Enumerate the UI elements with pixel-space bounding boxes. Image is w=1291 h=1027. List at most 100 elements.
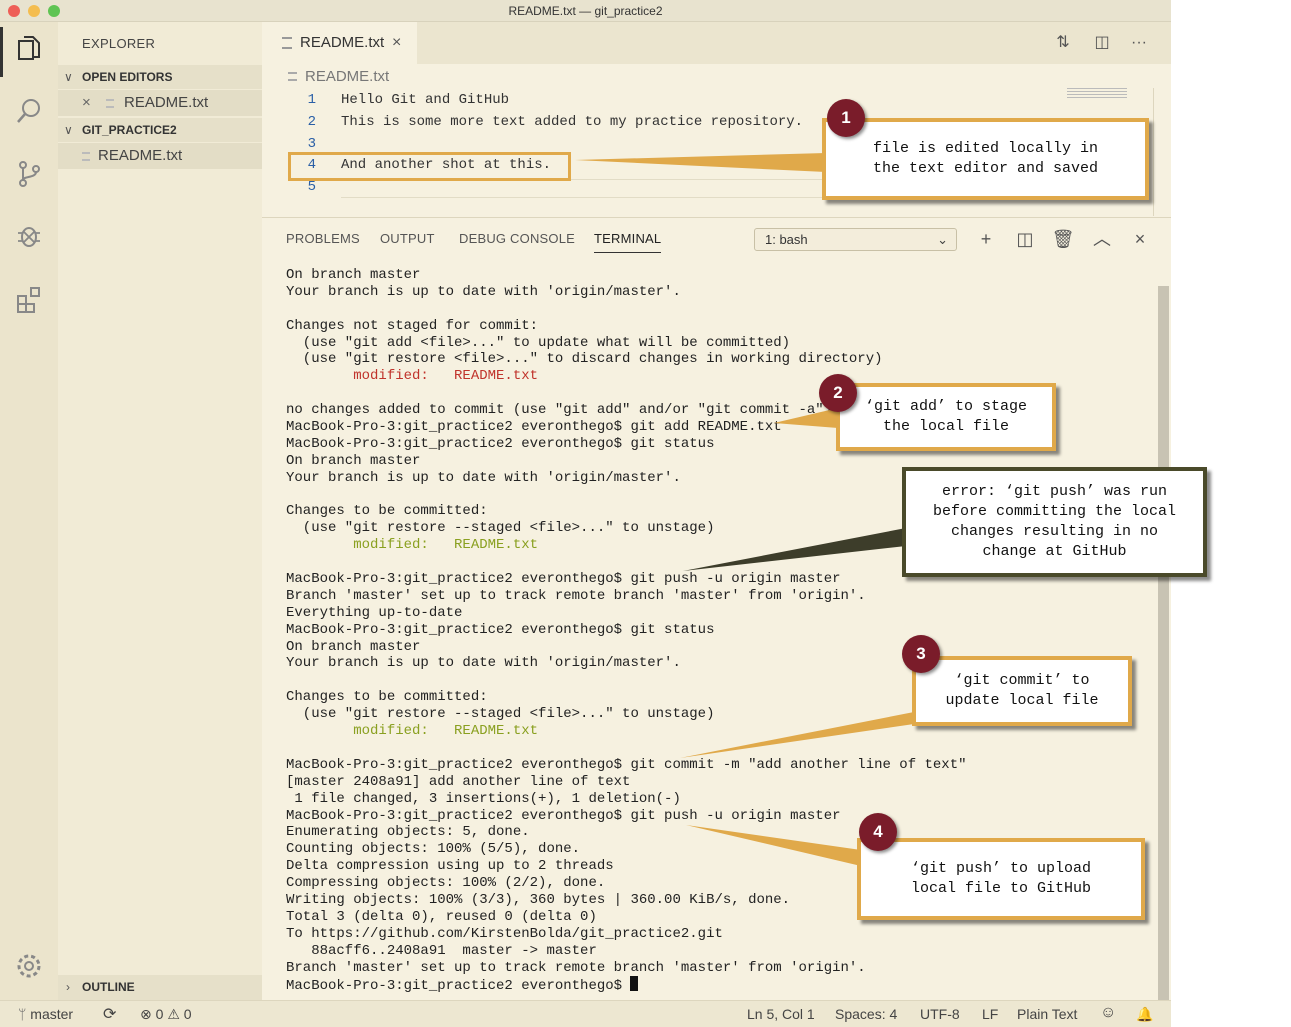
plus-icon[interactable]: + [980, 229, 992, 249]
language-mode[interactable]: Plain Text [1017, 1006, 1078, 1022]
branch-indicator[interactable]: ᛘ master [18, 1006, 74, 1022]
terminal-line: (use "git restore <file>..." to discard … [286, 351, 883, 368]
close-icon[interactable]: × [82, 94, 91, 111]
minimize-window-button[interactable] [28, 5, 40, 17]
terminal-line: [master 2408a91] add another line of tex… [286, 773, 631, 790]
tab-problems[interactable]: PROBLEMS [286, 231, 360, 246]
terminal-cursor [630, 976, 639, 992]
terminal-line: (use "git restore --staged <file>..." to… [286, 520, 715, 537]
annotation-1: file is edited locally in the text edito… [822, 118, 1149, 200]
debug-icon[interactable] [10, 217, 48, 255]
window-title: README.txt — git_practice2 [508, 4, 663, 18]
outline-section[interactable]: › OUTLINE [58, 975, 262, 1000]
annotation-1-badge: 1 [827, 99, 865, 137]
bell-icon[interactable]: 🔔 [1136, 1006, 1154, 1022]
tab-bar: README.txt × ⇅ ◫ ··· [262, 22, 1171, 64]
cursor-position[interactable]: Ln 5, Col 1 [747, 1006, 815, 1022]
error-icon: ⊗ [140, 1006, 152, 1022]
trash-icon[interactable]: 🗑 [1051, 229, 1075, 249]
tab-debug-console[interactable]: DEBUG CONSOLE [459, 231, 576, 246]
extensions-icon[interactable] [10, 280, 48, 318]
explorer-title: EXPLORER [82, 36, 156, 51]
terminal-line: MacBook-Pro-3:git_practice2 everonthego$… [286, 807, 841, 824]
terminal-line: Your branch is up to date with 'origin/m… [286, 469, 681, 486]
smiley-icon[interactable]: ☺ [1100, 1004, 1117, 1021]
settings-gear-icon[interactable] [10, 947, 48, 985]
terminal-line: Compressing objects: 100% (2/2), done. [286, 875, 606, 892]
line-number: 4 [307, 157, 316, 173]
folder-section[interactable]: ∨ GIT_PRACTICE2 [58, 118, 262, 142]
close-window-button[interactable] [8, 5, 20, 17]
maximize-window-button[interactable] [48, 5, 60, 17]
split-editor-icon[interactable]: ◫ [1094, 34, 1110, 51]
tab-terminal[interactable]: TERMINAL [594, 231, 662, 253]
terminal-line: Changes to be committed: [286, 689, 488, 706]
terminal-line [286, 740, 1146, 757]
annotation-4: ‘git push’ to upload local file to GitHu… [857, 838, 1145, 920]
terminal-scrollbar[interactable] [1158, 286, 1169, 1001]
folder-file-item[interactable]: README.txt [58, 143, 262, 169]
chevron-down-icon: ∨ [64, 70, 73, 84]
close-icon[interactable]: × [392, 34, 402, 51]
chevron-up-icon[interactable]: ︿ [1093, 229, 1111, 249]
terminal-line: MacBook-Pro-3:git_practice2 everonthego$… [286, 419, 782, 436]
source-control-icon[interactable] [10, 155, 48, 193]
terminal-line: Total 3 (delta 0), reused 0 (delta 0) [286, 908, 597, 925]
file-icon [106, 99, 114, 108]
terminal-line: modified: README.txt [286, 723, 539, 740]
tab-readme[interactable]: README.txt × [262, 22, 417, 64]
tab-output[interactable]: OUTPUT [380, 231, 435, 246]
terminal-line: Changes to be committed: [286, 503, 488, 520]
explorer-sidebar: EXPLORER ∨ OPEN EDITORS × README.txt ∨ G… [58, 22, 262, 1000]
encoding[interactable]: UTF-8 [920, 1006, 960, 1022]
annotation-4-badge: 4 [859, 813, 897, 851]
close-icon[interactable]: × [1134, 229, 1146, 249]
open-editors-section[interactable]: ∨ OPEN EDITORS [58, 65, 262, 89]
terminal-line: Enumerating objects: 5, done. [286, 824, 530, 841]
open-changes-icon[interactable]: ⇅ [1056, 34, 1070, 51]
terminal-line: MacBook-Pro-3:git_practice2 everonthego$… [286, 571, 841, 588]
file-icon [288, 72, 297, 81]
indentation[interactable]: Spaces: 4 [835, 1006, 898, 1022]
search-icon[interactable] [10, 92, 48, 130]
terminal-line: 1 file changed, 3 insertions(+), 1 delet… [286, 790, 681, 807]
end-of-line[interactable]: LF [982, 1006, 999, 1022]
terminal-line: Delta compression using up to 2 threads [286, 858, 614, 875]
terminal-line: MacBook-Pro-3:git_practice2 everonthego$… [286, 435, 715, 452]
breadcrumb[interactable]: README.txt [288, 68, 389, 85]
open-editor-item[interactable]: × README.txt [58, 90, 262, 116]
code-line[interactable]: And another shot at this. [341, 157, 552, 173]
split-terminal-icon[interactable]: ◫ [1016, 229, 1034, 249]
terminal-line: To https://github.com/KirstenBolda/git_p… [286, 925, 723, 942]
annotation-2: ‘git add’ to stage the local file [836, 383, 1056, 451]
file-icon [282, 37, 292, 49]
terminal-line: MacBook-Pro-3:git_practice2 everonthego$ [286, 978, 631, 995]
chevron-down-icon: ⌄ [937, 232, 948, 247]
annotation-3: ‘git commit’ to update local file [912, 656, 1132, 726]
line-number: 2 [307, 114, 316, 130]
terminal-line: MacBook-Pro-3:git_practice2 everonthego$… [286, 756, 967, 773]
line-number: 1 [307, 92, 316, 108]
annotation-error: error: ‘git push’ was run before committ… [902, 467, 1207, 577]
problems-indicator[interactable]: ⊗ 0 ⚠ 0 [140, 1006, 192, 1022]
terminal-line: MacBook-Pro-3:git_practice2 everonthego$… [286, 621, 715, 638]
terminal-line: On branch master [286, 452, 421, 469]
explorer-icon[interactable] [10, 30, 48, 68]
warning-icon: ⚠ [167, 1006, 180, 1022]
file-icon [82, 152, 90, 161]
branch-icon: ᛘ [18, 1006, 27, 1022]
code-line[interactable]: Hello Git and GitHub [341, 92, 510, 108]
editor-scrollbar[interactable] [1153, 88, 1171, 216]
sync-icon[interactable]: ⟳ [103, 1006, 117, 1023]
code-line[interactable]: This is some more text added to my pract… [341, 114, 804, 130]
terminal-line: 88acff6..2408a91 master -> master [286, 942, 597, 959]
more-icon[interactable]: ··· [1131, 34, 1147, 51]
chevron-down-icon: ∨ [64, 123, 73, 137]
terminal-line: Branch 'master' set up to track remote b… [286, 587, 866, 604]
minimap[interactable] [1067, 88, 1127, 100]
terminal-select[interactable]: 1: bash ⌄ [754, 228, 957, 251]
annotation-3-badge: 3 [902, 635, 940, 673]
terminal-line [286, 301, 1146, 318]
terminal-line: Your branch is up to date with 'origin/m… [286, 283, 681, 300]
